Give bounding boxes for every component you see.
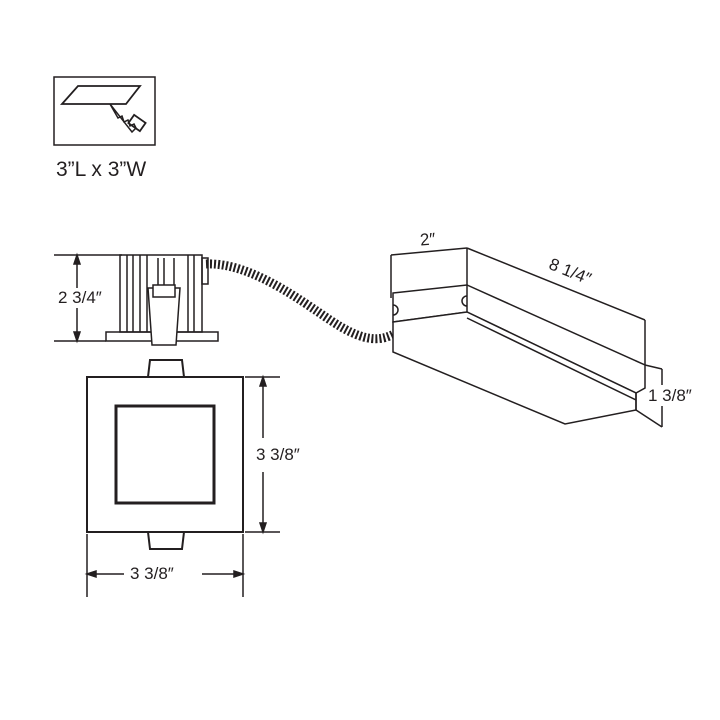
trim-width-dimension: 3 3/8″ [130, 564, 174, 584]
cutout-size-caption: 3”L x 3”W [56, 158, 147, 181]
ceiling-cutout-saw-icon [53, 76, 156, 146]
junction-box-height-dimension: 1 3/8″ [648, 386, 692, 406]
fixture-height-dimension: 2 3/4″ [58, 288, 102, 308]
fixture-side-view [54, 252, 219, 346]
junction-box-width-dimension: 2″ [419, 229, 437, 250]
junction-box [390, 247, 663, 428]
flex-conduit [205, 259, 403, 344]
trim-front-view [84, 359, 280, 597]
trim-height-dimension: 3 3/8″ [256, 445, 300, 465]
